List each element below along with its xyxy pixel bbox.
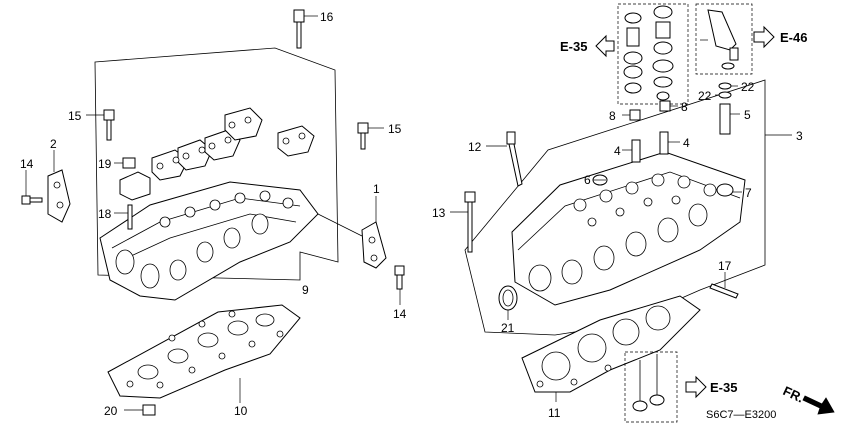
arrow-e35-top: [595, 34, 615, 58]
injector-box: [695, 3, 753, 75]
callouts: 16 15 15 2 14 19 18 1 9 14 10 20 12 13 8…: [20, 10, 803, 420]
plug-6: [592, 174, 608, 186]
bolt-13: [450, 191, 476, 253]
valve-spring-kit: [623, 5, 674, 101]
callout-7: 7: [745, 186, 752, 200]
cylinder-head-9: [99, 181, 319, 301]
callout-6: 6: [584, 173, 591, 187]
stud-17: [709, 272, 739, 299]
callout-15-right: 15: [388, 122, 402, 136]
callout-22-right: 22: [741, 80, 755, 94]
arrow-e46: [753, 25, 775, 49]
stud-18: [114, 204, 133, 230]
bolt-14-left: [21, 170, 43, 205]
left-assembly: [21, 9, 405, 416]
callout-19: 19: [98, 157, 112, 171]
ref-e35-bottom: E-35: [710, 380, 737, 395]
right-assembly: [450, 3, 766, 423]
callout-8-right: 8: [681, 100, 688, 114]
head-3-ports: [528, 173, 717, 292]
valve-guide-4-left: [622, 139, 641, 163]
callout-14-left: 14: [20, 157, 34, 171]
callout-20: 20: [104, 404, 118, 418]
callout-13: 13: [432, 206, 446, 220]
seal-8-right: [659, 100, 678, 112]
head-gasket-11: [521, 295, 701, 402]
valve-guide-4-right: [659, 131, 680, 155]
seal-8-left: [622, 109, 641, 121]
callout-3: 3: [796, 129, 803, 143]
callout-16: 16: [320, 10, 334, 24]
valves: [632, 354, 665, 412]
callout-18: 18: [98, 207, 112, 221]
callout-8-left: 8: [609, 109, 616, 123]
callout-11: 11: [548, 406, 561, 420]
bracket-1: [317, 196, 387, 269]
callout-9: 9: [302, 283, 309, 297]
bracket-2: [47, 150, 71, 223]
cap-7: [716, 183, 742, 197]
callout-4-right: 4: [683, 136, 690, 150]
right-frame: [464, 79, 766, 336]
callout-22-left: 22: [698, 89, 712, 103]
callout-2: 2: [50, 137, 57, 151]
injector-unit: [707, 9, 739, 70]
sleeve-5: [719, 103, 740, 135]
front-label: FR.: [781, 383, 806, 405]
callout-14-right: 14: [393, 307, 407, 321]
front-arrow: [802, 395, 835, 415]
bolt-15-left: [86, 109, 115, 141]
ref-e35-top: E-35: [560, 39, 587, 54]
bolt-15-right: [357, 122, 384, 150]
camshaft-caps: [119, 107, 315, 201]
valves-box: [624, 351, 678, 423]
callout-5: 5: [744, 108, 751, 122]
callout-10: 10: [234, 404, 248, 418]
diagram-code: S6C7—E3200: [706, 409, 776, 421]
head-ports: [115, 190, 294, 289]
callout-21: 21: [501, 321, 515, 335]
nut-19: [114, 157, 136, 169]
valve-spring-kit-box: [617, 3, 689, 105]
callout-17: 17: [718, 259, 732, 273]
callout-12: 12: [468, 140, 482, 154]
head-gasket-10: [107, 304, 301, 403]
bolt-14-right: [394, 265, 405, 305]
arrow-e35-bottom: [685, 375, 707, 399]
callout-1: 1: [373, 182, 380, 196]
glow-plug-12: [486, 131, 523, 187]
ref-e46: E-46: [780, 30, 807, 45]
callout-15-left: 15: [68, 109, 82, 123]
seal-21: [498, 285, 518, 320]
cylinder-head-3: [511, 151, 746, 306]
bolt-16: [293, 9, 318, 49]
callout-4-left: 4: [614, 144, 621, 158]
o-ring-22: [715, 82, 738, 99]
gasket-10-holes: [126, 310, 284, 389]
cap-20: [124, 404, 156, 416]
